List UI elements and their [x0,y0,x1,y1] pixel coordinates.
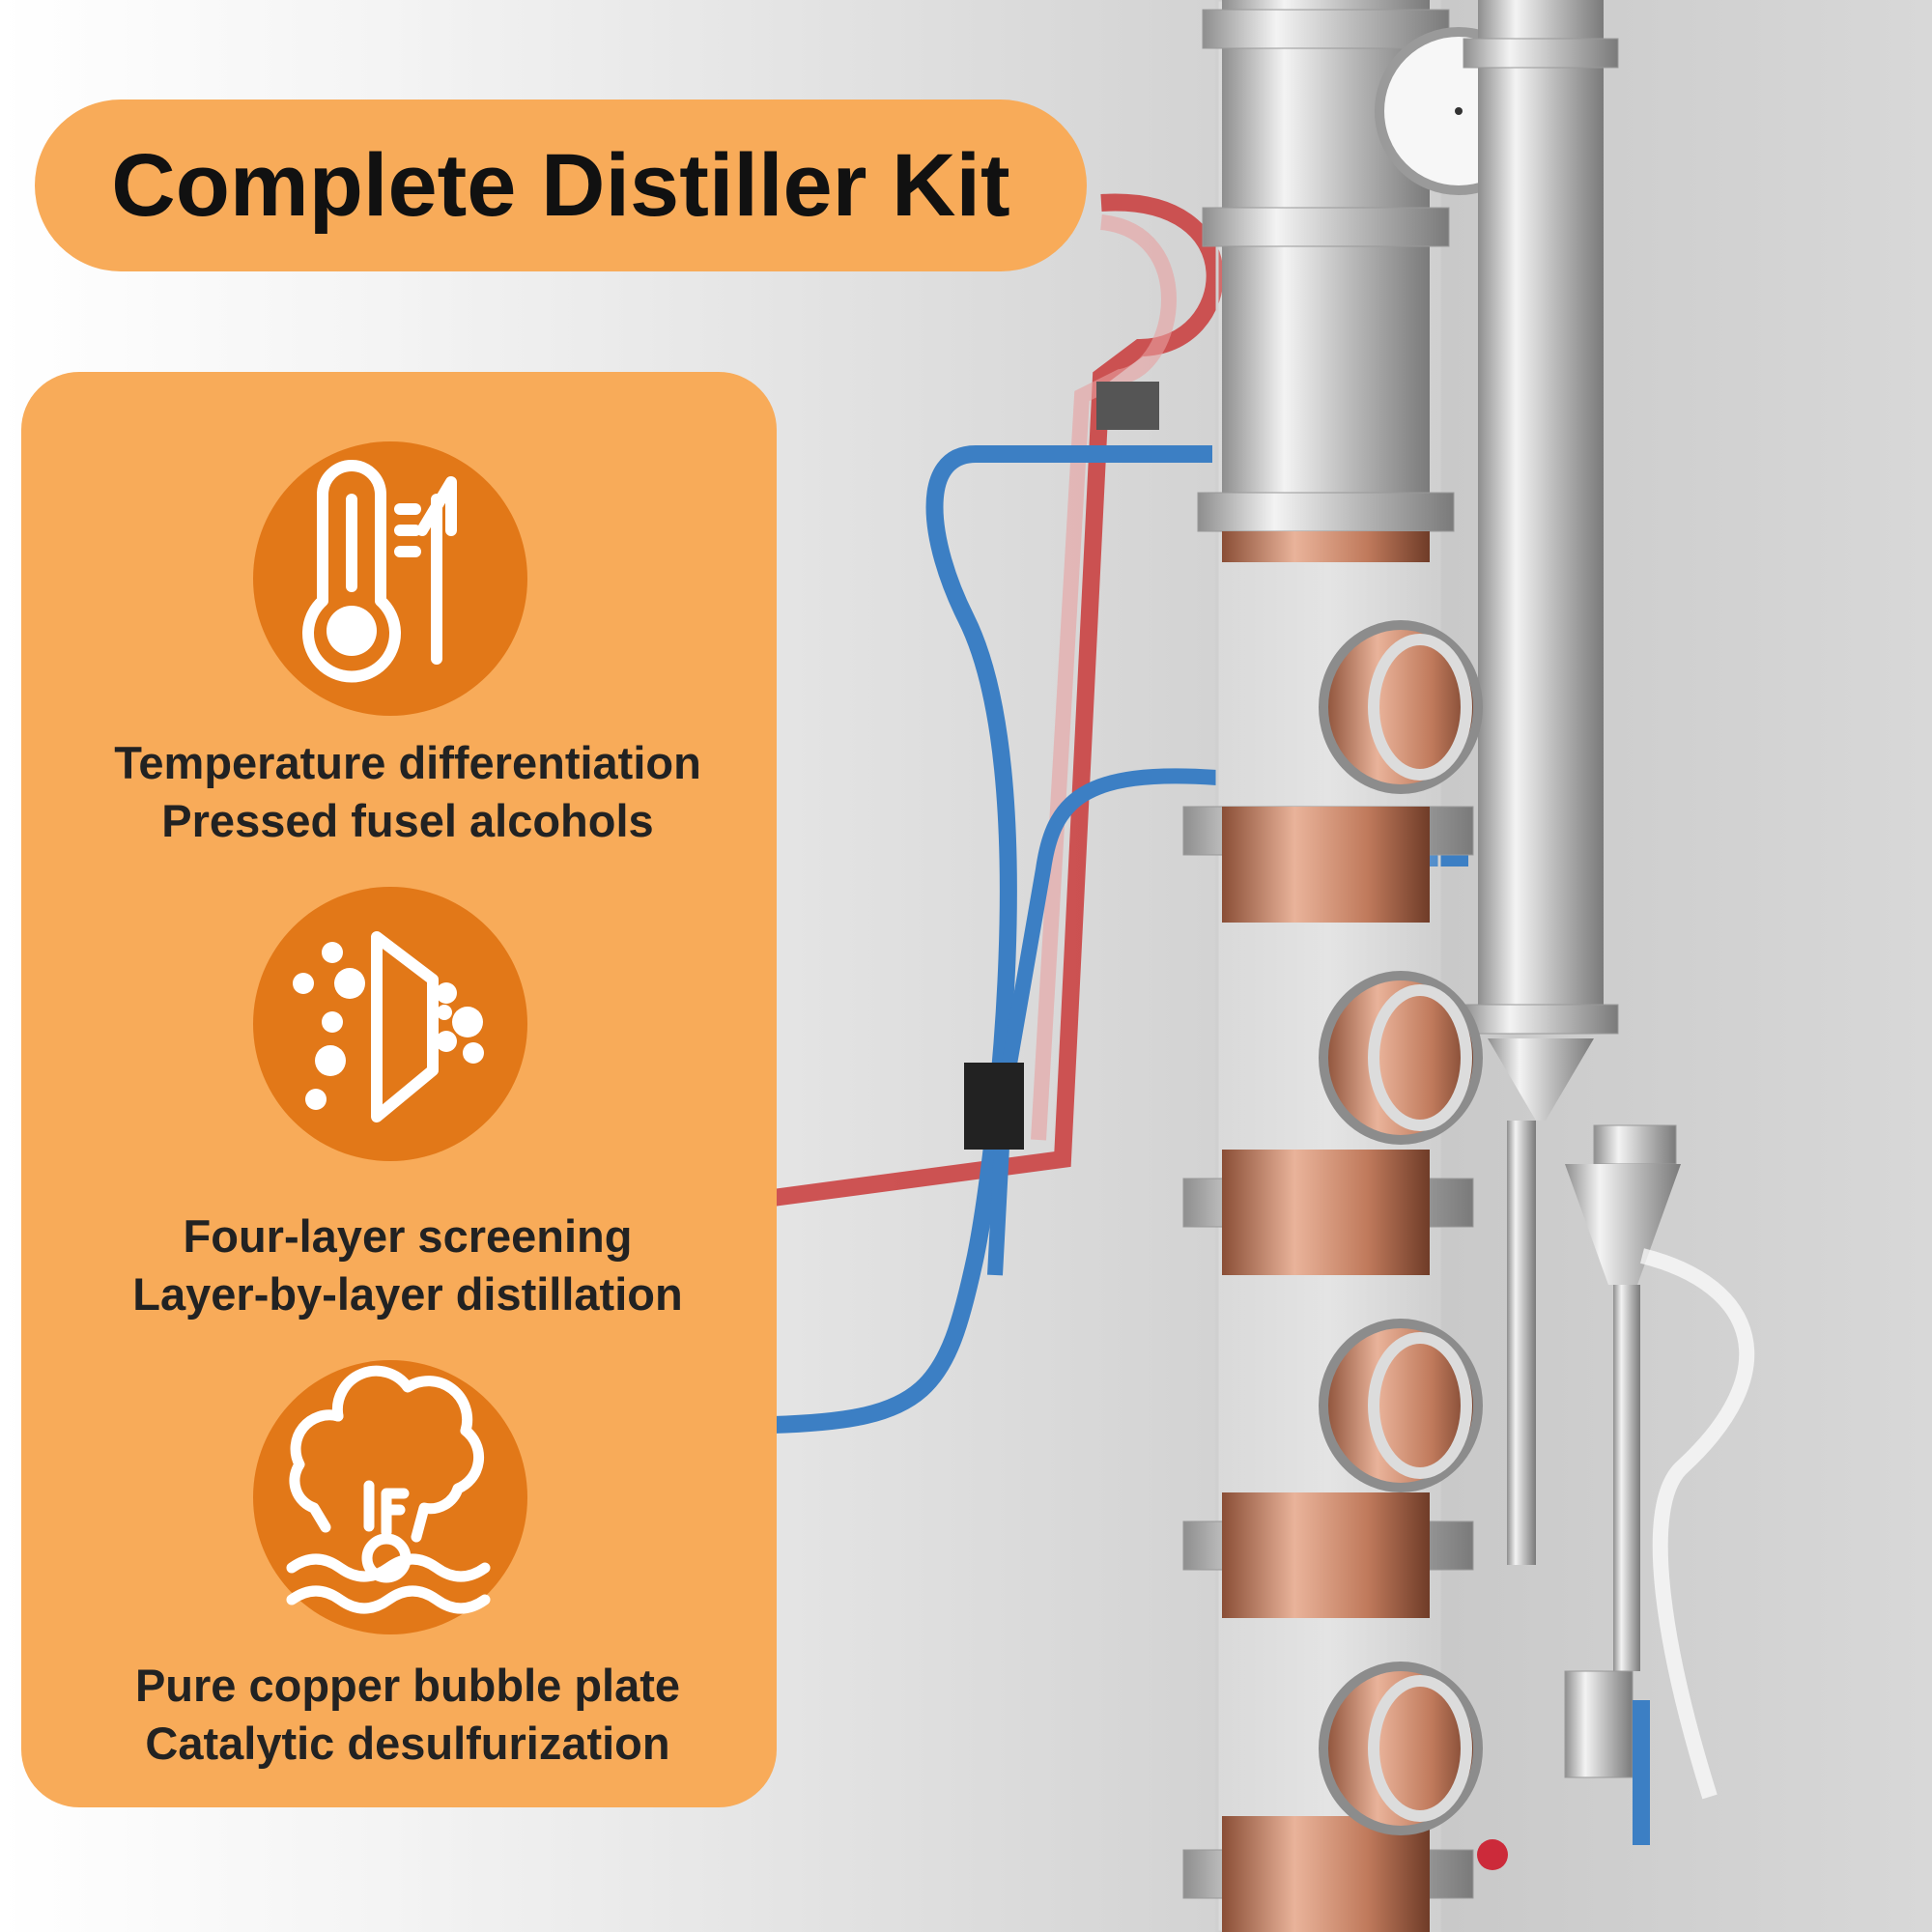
caption-line-1: Pure copper bubble plate [134,1660,681,1711]
feature-caption: Pure copper bubble plate Catalytic desul… [21,1657,794,1773]
caption-line-2: Layer-by-layer distillation [132,1268,683,1320]
title-banner: Complete Distiller Kit [35,99,1087,271]
feature-caption: Temperature differentiation Pressed fuse… [21,734,794,850]
vapor-bubble-icon [253,1360,527,1634]
filter-screen-icon [253,887,527,1161]
caption-line-1: Temperature differentiation [114,737,701,788]
caption-line-1: Four-layer screening [183,1210,633,1262]
page-title: Complete Distiller Kit [111,135,1010,235]
features-panel: Temperature differentiation Pressed fuse… [21,372,777,1807]
thermometer-icon [253,441,527,716]
feature-caption: Four-layer screening Layer-by-layer dist… [21,1208,794,1323]
caption-line-2: Catalytic desulfurization [145,1718,670,1769]
caption-line-2: Pressed fusel alcohols [161,795,654,846]
